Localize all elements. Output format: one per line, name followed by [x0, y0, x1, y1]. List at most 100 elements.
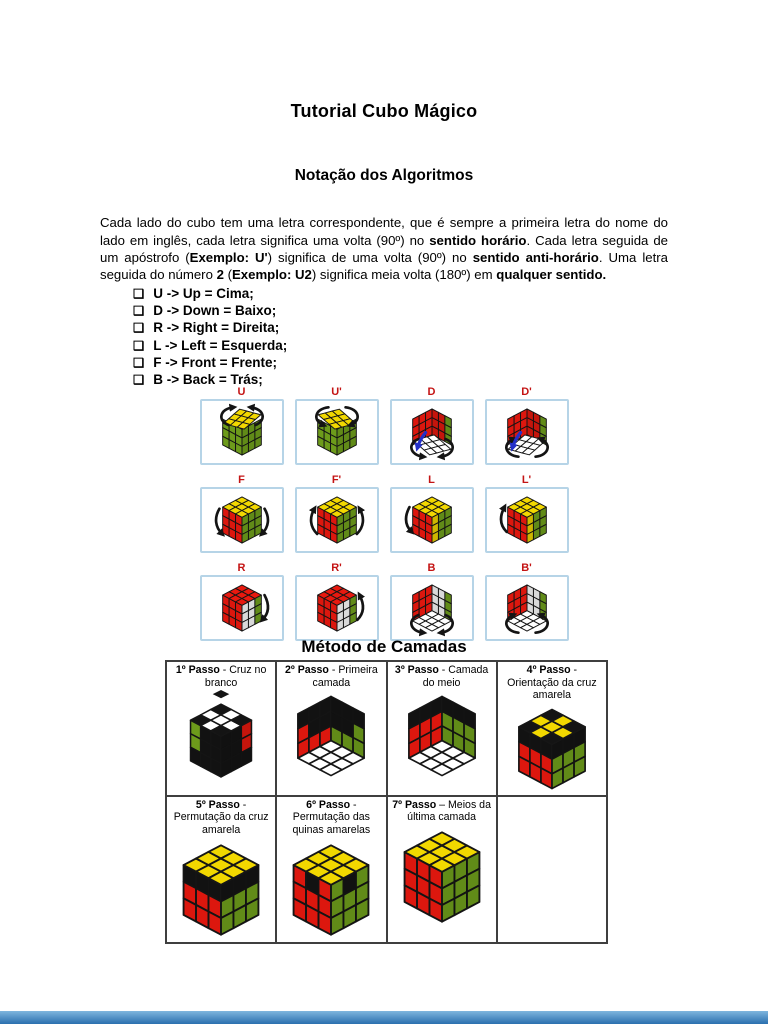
cube-move-image	[298, 491, 376, 549]
notation-cell: F'	[294, 474, 379, 553]
move-label: D	[427, 386, 436, 398]
step-description: - Primeira camada	[312, 664, 378, 689]
cube-move-image	[298, 403, 376, 461]
table-cell: 4º Passo - Orientação da cruz amarela	[495, 660, 609, 797]
cube-image-box	[294, 575, 379, 641]
cube-image-box	[484, 399, 569, 465]
paragraph-segment: Exemplo: U'	[189, 250, 268, 265]
notation-cell: R	[199, 562, 284, 641]
step-number: 5º Passo	[195, 798, 240, 811]
table-cell: 3º Passo - Camada do meio	[385, 660, 498, 797]
move-label: B'	[521, 562, 532, 574]
cube-image-box	[389, 575, 474, 641]
notation-cell: F	[199, 474, 284, 553]
table-cell: 1º Passo - Cruz no branco	[164, 660, 278, 797]
move-label: L	[428, 474, 435, 486]
paragraph-segment: (	[223, 267, 232, 283]
notation-cell: D'	[484, 386, 569, 465]
paragraph-segment: sentido horário	[429, 232, 527, 248]
notation-list: ❑U -> Up = Cima;❑D -> Down = Baixo;❑R ->…	[133, 286, 287, 389]
cube-image-box	[484, 487, 569, 553]
notation-list-item: ❑ F -> Front = Frente;	[133, 355, 287, 372]
paragraph-segment: qualquer sentido.	[496, 267, 607, 283]
checkbox-bullet-icon: ❑	[133, 372, 145, 387]
notation-cell: D	[389, 386, 474, 465]
paragraph-segment: . Uma letra seguida do número	[100, 250, 668, 283]
step-title: 5º Passo - Permutação da cruz amarela	[169, 799, 273, 837]
move-label: D'	[521, 386, 532, 398]
notation-list-text: B -> Back = Trás;	[153, 371, 263, 387]
checkbox-bullet-icon: ❑	[133, 355, 145, 370]
move-label: L'	[521, 474, 532, 486]
page-title: Tutorial Cubo Mágico	[290, 101, 478, 121]
cube-move-image	[393, 579, 471, 637]
paragraph-segment: . Cada letra seguida de um apóstrofo (	[100, 232, 669, 265]
cube-image-box	[389, 399, 474, 465]
notation-list-item: ❑L -> Left = Esquerda;	[133, 338, 287, 355]
step-title: 3º Passo - Camada do meio	[390, 664, 494, 689]
move-label: F	[238, 474, 245, 486]
notation-list-text: F -> Front = Frente;	[153, 354, 277, 370]
step-title: 1º Passo - Cruz no branco	[169, 664, 273, 689]
move-label: U	[237, 386, 246, 398]
cube-state-image	[390, 690, 494, 782]
move-label: U'	[331, 386, 342, 398]
cube-image-box	[484, 575, 569, 641]
cube-state-image	[279, 838, 383, 942]
checkbox-bullet-icon: ❑	[133, 304, 145, 319]
cube-move-image	[203, 403, 281, 461]
move-label: F'	[331, 474, 342, 486]
table-cell: 7º Passo – Meios da última camada	[385, 794, 498, 944]
cube-move-image	[393, 491, 471, 549]
notation-list-text: L -> Left = Esquerda;	[153, 337, 288, 353]
step-number: 1º Passo	[175, 664, 220, 676]
step-title: 4º Passo - Orientação da cruz amarela	[500, 664, 604, 702]
next-page-edge	[0, 1011, 768, 1024]
step-title: 2º Passo - Primeira camada	[279, 664, 383, 689]
cube-move-image	[488, 579, 566, 637]
cube-move-image	[298, 579, 376, 637]
notation-row: F F' L L'	[0, 474, 768, 553]
move-label: R	[237, 562, 246, 574]
step-description: - Permutação da cruz amarela	[173, 798, 269, 836]
paragraph-segment: Exemplo: U2	[231, 267, 312, 283]
notation-cell: U	[199, 386, 284, 465]
paragraph-segment: ) significa de uma volta (90º) no	[267, 250, 473, 265]
notation-cell: L'	[484, 474, 569, 553]
paragraph-segment: Cada lado do cubo tem uma letra correspo…	[100, 215, 668, 248]
paragraph-segment: sentido anti-horário	[472, 250, 599, 265]
step-description: – Meios da última camada	[407, 798, 491, 824]
paragraph-segment: ) significa meia volta (180º) em	[311, 267, 497, 283]
table-cell: 2º Passo - Primeira camada	[275, 660, 388, 797]
checkbox-bullet-icon: ❑	[133, 321, 145, 336]
notation-list-item: ❑U -> Up = Cima;	[133, 286, 287, 303]
cube-move-image	[203, 579, 281, 637]
cube-state-image	[279, 690, 383, 782]
cube-move-image	[488, 403, 566, 461]
cube-move-image	[488, 491, 566, 549]
table-cell-empty	[495, 794, 609, 944]
step-number: 6º Passo	[306, 798, 351, 811]
cube-image-box	[199, 399, 284, 465]
step-description: - Orientação da cruz amarela	[507, 664, 597, 702]
cube-image-box	[199, 487, 284, 553]
cube-image-box	[199, 575, 284, 641]
step-number: 7º Passo	[392, 798, 437, 811]
step-number: 2º Passo	[284, 664, 329, 676]
cube-state-image	[169, 690, 273, 782]
notation-list-item: ❑ R -> Right = Direita;	[133, 320, 287, 337]
paragraph-segment: 2	[216, 267, 224, 283]
notation-list-text: R -> Right = Direita;	[153, 320, 280, 336]
notation-cell: L	[389, 474, 474, 553]
move-label: B	[427, 562, 436, 574]
step-title: 6º Passo - Permutação das quinas amarela…	[279, 799, 383, 837]
cube-image-box	[389, 487, 474, 553]
notation-row: U U' D D'	[0, 386, 768, 465]
